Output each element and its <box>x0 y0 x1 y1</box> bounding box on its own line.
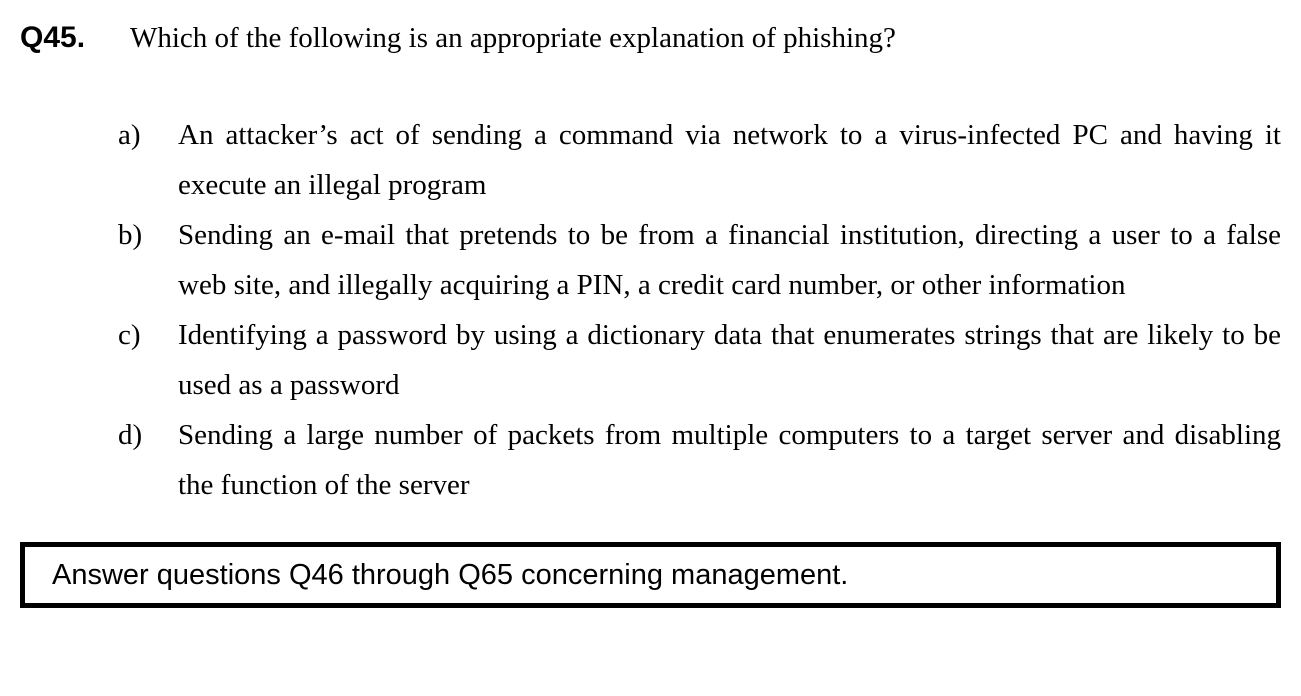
question-block: Q45. Which of the following is an approp… <box>20 16 1281 60</box>
options-list: a) An attacker’s act of sending a comman… <box>118 110 1281 510</box>
question-text: Which of the following is an appropriate… <box>130 22 896 54</box>
option-a-label: a) <box>118 119 141 151</box>
option-c-label: c) <box>118 319 141 351</box>
option-b-label: b) <box>118 219 143 251</box>
option-d: d) Sending a large number of packets fro… <box>118 410 1281 510</box>
option-d-label: d) <box>118 419 143 451</box>
option-d-text: Sending a large number of packets from m… <box>178 419 1281 501</box>
option-c-text: Identifying a password by using a dictio… <box>178 319 1281 401</box>
exam-page: Q45. Which of the following is an approp… <box>0 16 1301 696</box>
option-a-text: An attacker’s act of sending a command v… <box>178 119 1281 201</box>
section-notice-box: Answer questions Q46 through Q65 concern… <box>20 542 1281 608</box>
question-number: Q45. <box>20 21 86 54</box>
option-b-text: Sending an e-mail that pretends to be fr… <box>178 219 1281 301</box>
option-b: b) Sending an e-mail that pretends to be… <box>118 210 1281 310</box>
option-a: a) An attacker’s act of sending a comman… <box>118 110 1281 210</box>
section-notice-text: Answer questions Q46 through Q65 concern… <box>52 558 849 591</box>
option-c: c) Identifying a password by using a dic… <box>118 310 1281 410</box>
